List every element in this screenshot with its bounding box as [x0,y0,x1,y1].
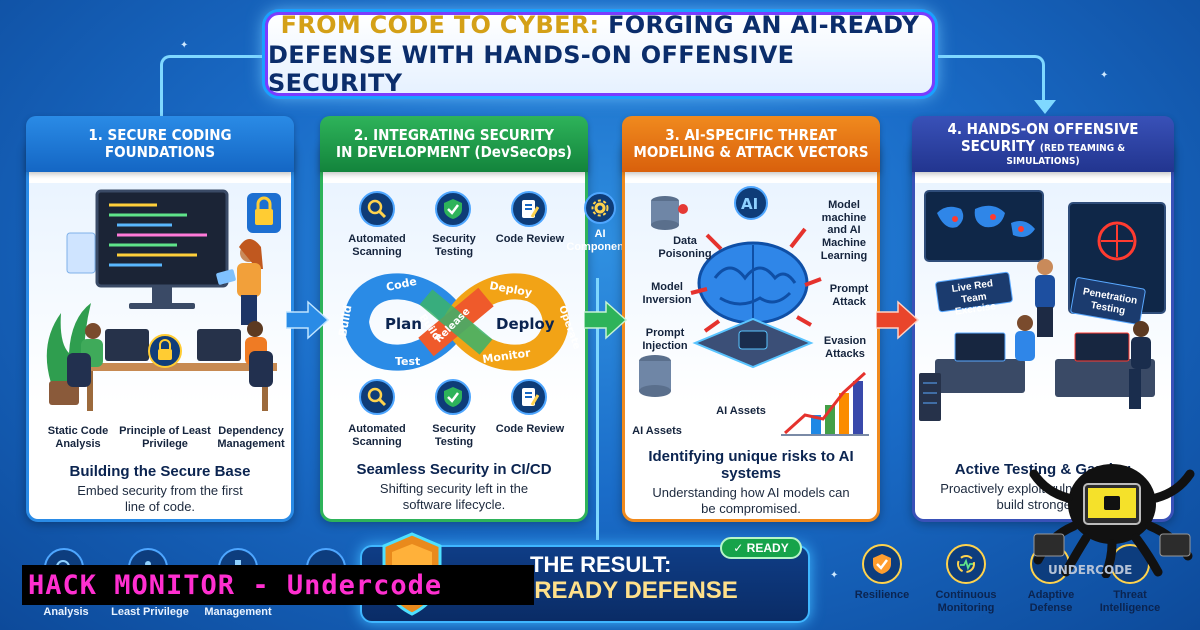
flow-line-bottom [596,278,599,540]
title-highlight: FROM CODE TO CYBER: [280,11,600,39]
bottom-label-least-privilege: Least Privilege [111,606,189,618]
label-security-testing-top: Security Testing [432,233,476,258]
header-offensive-security: 4. HANDS-ON OFFENSIVE SECURITY (RED TEAM… [912,116,1174,172]
shield-check-icon [435,191,471,227]
flow-line-top-left [160,55,270,119]
label-model-machine: Model machine and AI Machine Learning [820,199,868,262]
shield-check-icon-bottom [435,379,471,415]
header-4-security: SECURITY [960,137,1036,156]
title-line-2: DEFENSE WITH HANDS-ON OFFENSIVE SECURITY [268,41,795,97]
outcome-label-threat-intel: Threat Intelligence [1099,589,1161,614]
header-4-simulations: SIMULATIONS) [1006,155,1080,167]
header-2-line-2: IN DEVELOPMENT (DevSecOps) [336,143,572,161]
header-secure-coding: 1. SECURE CODING FOUNDATIONS [26,116,294,172]
label-static-code-analysis: Static Code Analysis [47,425,109,450]
label-security-testing-bottom: Security Testing [432,423,476,448]
header-2-line-1: 2. INTEGRATING SECURITY [353,125,555,144]
panel-3-description: Understanding how AI models can be compr… [652,485,850,516]
header-3-line-1: 3. AI-SPECIFIC THREAT [665,125,837,144]
panel-devsecops: Automated Scanning Security Testing Code… [320,140,588,522]
label-automated-scanning-bottom: Automated Scanning [348,423,406,448]
magnifier-icon-bottom [359,379,395,415]
label-code-review-bottom: Code Review [495,423,565,435]
panel-2-description: Shifting security left in the software l… [379,481,529,512]
label-model-inversion: Model Inversion [642,281,692,306]
ai-brain-threat-illustration: AI [639,186,869,436]
loop-build-text-left: Build [336,304,354,337]
undercode-octopus-logo: UNDERCODE [1029,464,1195,578]
panel-ai-threat-modeling: AI Data Poisoning Model machine and AI M… [622,140,880,522]
outcome-label-monitoring: Continuous Monitoring [935,589,997,614]
header-4-line-2: SECURITY (RED TEAMING & [961,138,1125,155]
gear-icon [584,192,616,224]
monitor-cycle-icon [946,544,986,584]
sparkle-decoration: ✦ [830,570,839,581]
label-dependency-management: Dependency Management [217,425,285,450]
ai-badge-text: AI [741,195,758,213]
arrow-2-to-3 [584,300,628,340]
loop-code-text: Code [385,275,418,294]
red-team-ops-illustration [919,190,1166,421]
shield-check-icon-outcome [862,544,902,584]
watermark-banner: HACK MONITOR - Undercode [22,565,534,605]
header-1-line-2: FOUNDATIONS [104,143,216,161]
label-ai-assets-mid: AI Assets [716,405,766,417]
panel-3-heading: Identifying unique risks to AI systems [648,448,854,482]
loop-plan-text: Plan [385,315,422,333]
panel-offensive-security: Live Red Team Exercise Penetration Testi… [912,140,1174,522]
title-rest: FORGING AN AI-READY [608,11,920,39]
sparkle-decoration: ✦ [1100,70,1109,81]
code-review-icon-bottom [511,379,547,415]
devsecops-infinity-loop: Code Build Test Build Plan Deploy Operat… [336,273,581,371]
ready-badge: ✓ READY [720,537,802,559]
bottom-label-management: Management [204,606,272,618]
header-1-line-1: 1. SECURE CODING [88,125,232,144]
label-prompt-attack: Prompt Attack [829,283,869,308]
label-code-review-top: Code Review [495,233,565,245]
label-ai-assets: AI Assets [632,425,682,437]
sparkle-decoration: ✦ [180,40,189,51]
label-evasion-attacks: Evasion Attacks [823,335,867,360]
developer-workstation-illustration [46,189,281,411]
label-least-privilege: Principle of Least Privilege [119,425,211,450]
outcome-label-adaptive: Adaptive Defense [1027,589,1075,614]
flow-arrow-down-right [1034,100,1056,114]
code-review-icon [511,191,547,227]
magnifier-icon [359,191,395,227]
loop-test-text: Test [395,355,420,368]
result-line-1: THE RESULT: [530,552,672,577]
label-automated-scanning-top: Automated Scanning [348,233,406,258]
title-line-1: FROM CODE TO CYBER: FORGING AN AI-READY [281,11,920,39]
arrow-1-to-2 [286,300,330,340]
outcome-label-resilience: Resilience [854,589,910,601]
header-4-red-teaming: (RED TEAMING & [1039,143,1126,155]
title-banner: FROM CODE TO CYBER: FORGING AN AI-READY … [265,11,935,97]
flow-line-top-right [935,55,1045,105]
panel-2-heading: Seamless Security in CI/CD [356,461,552,478]
header-3-line-2: MODELING & ATTACK VECTORS [633,143,869,161]
bottom-label-analysis: Analysis [43,606,89,618]
label-ai-components: AI Components [566,228,634,253]
header-4-line-1: 4. HANDS-ON OFFENSIVE [947,120,1139,138]
result-line-2: AI-READY DEFENSE [502,577,738,604]
panel-secure-coding: Static Code Analysis Principle of Least … [26,140,294,522]
arrow-3-to-4 [876,300,920,340]
panel-1-heading: Building the Secure Base [69,463,251,480]
panel-1-description: Embed security from the first line of co… [77,483,243,514]
label-prompt-injection: Prompt Injection [642,327,688,352]
header-devsecops: 2. INTEGRATING SECURITY IN DEVELOPMENT (… [320,116,588,172]
loop-deploy-text: Deploy [496,315,555,333]
logo-text: UNDERCODE [1048,563,1132,577]
label-data-poisoning: Data Poisoning [658,235,712,260]
header-ai-threat: 3. AI-SPECIFIC THREAT MODELING & ATTACK … [622,116,880,172]
